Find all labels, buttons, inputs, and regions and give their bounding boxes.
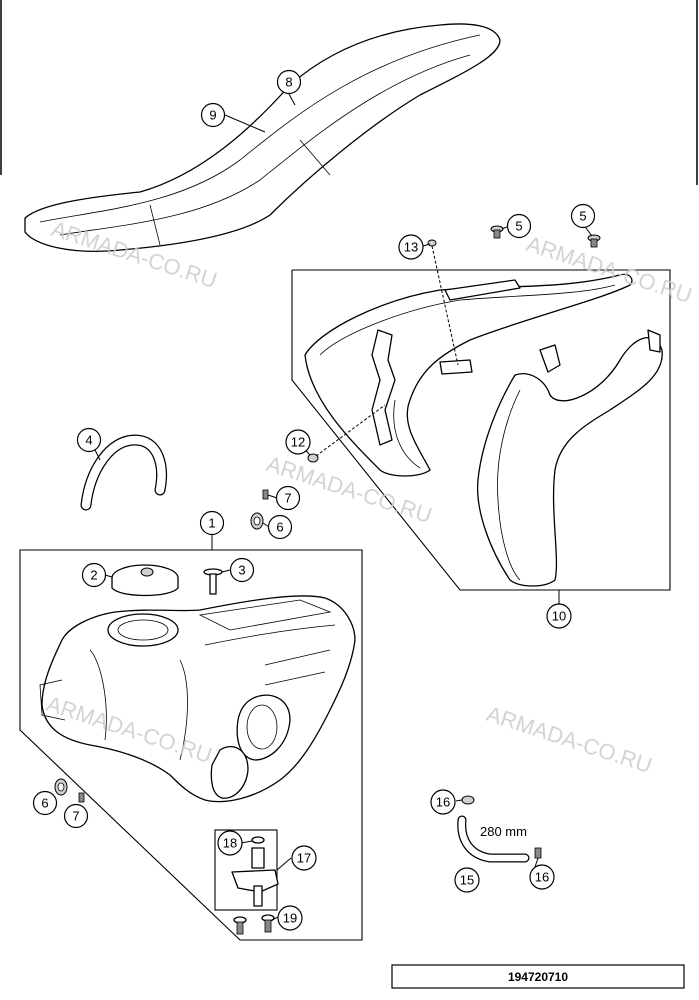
hose-length-label: 280 mm (480, 824, 527, 839)
callout-5-right-label: 5 (579, 209, 586, 224)
callout-7-lower-label: 7 (72, 809, 79, 824)
callout-8-label: 8 (285, 75, 292, 90)
callout-10: 10 (546, 603, 572, 629)
shroud-group-outline (291, 269, 671, 591)
screw-7-upper (262, 489, 269, 500)
screw-19-right (261, 914, 275, 933)
callout-12-label: 12 (291, 435, 305, 450)
callout-5-left: 5 (506, 213, 532, 239)
screw-5-left (490, 225, 504, 239)
fuel-tank (39, 595, 356, 803)
screw-3 (203, 568, 223, 595)
watermark-5: ARMADA-CO.RU (483, 701, 655, 778)
bushing-6-upper (250, 512, 264, 530)
screw-5-right (587, 234, 601, 248)
left-shroud (304, 273, 633, 477)
callout-2-label: 2 (90, 568, 97, 583)
callout-4: 4 (76, 427, 102, 453)
callout-17-label: 17 (297, 851, 311, 866)
callout-12: 12 (285, 429, 311, 455)
callout-6-lower-label: 6 (41, 796, 48, 811)
clamp-16-upper (461, 795, 475, 805)
bushing-6-lower (54, 778, 68, 796)
callout-7-upper-label: 7 (284, 491, 291, 506)
screw-12 (307, 453, 319, 463)
callout-1-label: 1 (208, 516, 215, 531)
callout-9: 9 (200, 102, 226, 128)
callout-4-label: 4 (85, 433, 92, 448)
callout-5-left-label: 5 (515, 219, 522, 234)
o-ring-18 (251, 836, 265, 844)
nut-13 (427, 239, 437, 247)
screw-7-lower (78, 792, 85, 803)
right-shroud (476, 329, 663, 587)
callout-2: 2 (81, 562, 107, 588)
callout-3-label: 3 (238, 563, 245, 578)
reference-number: 194720710 (508, 970, 568, 984)
callout-19: 19 (277, 905, 303, 931)
callout-17: 17 (291, 845, 317, 871)
fuel-tap-17 (231, 847, 279, 907)
tank-group-outline (19, 549, 363, 941)
clamp-16-lower (534, 847, 542, 859)
callout-6-upper: 6 (267, 514, 293, 540)
callout-1: 1 (199, 510, 225, 536)
callout-13-label: 13 (404, 240, 418, 255)
callout-18: 18 (217, 830, 243, 856)
callout-16-lower: 16 (529, 864, 555, 890)
callout-19-label: 19 (283, 911, 297, 926)
callout-3: 3 (229, 557, 255, 583)
callout-5-right: 5 (570, 203, 596, 229)
callout-16-lower-label: 16 (535, 870, 549, 885)
seat (24, 23, 501, 252)
callout-16-upper: 16 (430, 789, 456, 815)
callout-18-label: 18 (223, 836, 237, 851)
callout-10-label: 10 (552, 609, 566, 624)
callout-9-label: 9 (209, 108, 216, 123)
callout-8: 8 (276, 69, 302, 95)
callout-16-upper-label: 16 (436, 795, 450, 810)
filler-cap-2 (111, 564, 179, 597)
callout-6-upper-label: 6 (276, 520, 283, 535)
reference-number-box: 194720710 (391, 964, 685, 989)
callout-13: 13 (398, 234, 424, 260)
callout-15: 15 (454, 867, 480, 893)
callout-7-upper: 7 (275, 485, 301, 511)
callout-7-lower: 7 (63, 803, 89, 829)
callout-6-lower: 6 (32, 790, 58, 816)
screw-19-left (233, 916, 247, 935)
callout-15-label: 15 (460, 873, 474, 888)
